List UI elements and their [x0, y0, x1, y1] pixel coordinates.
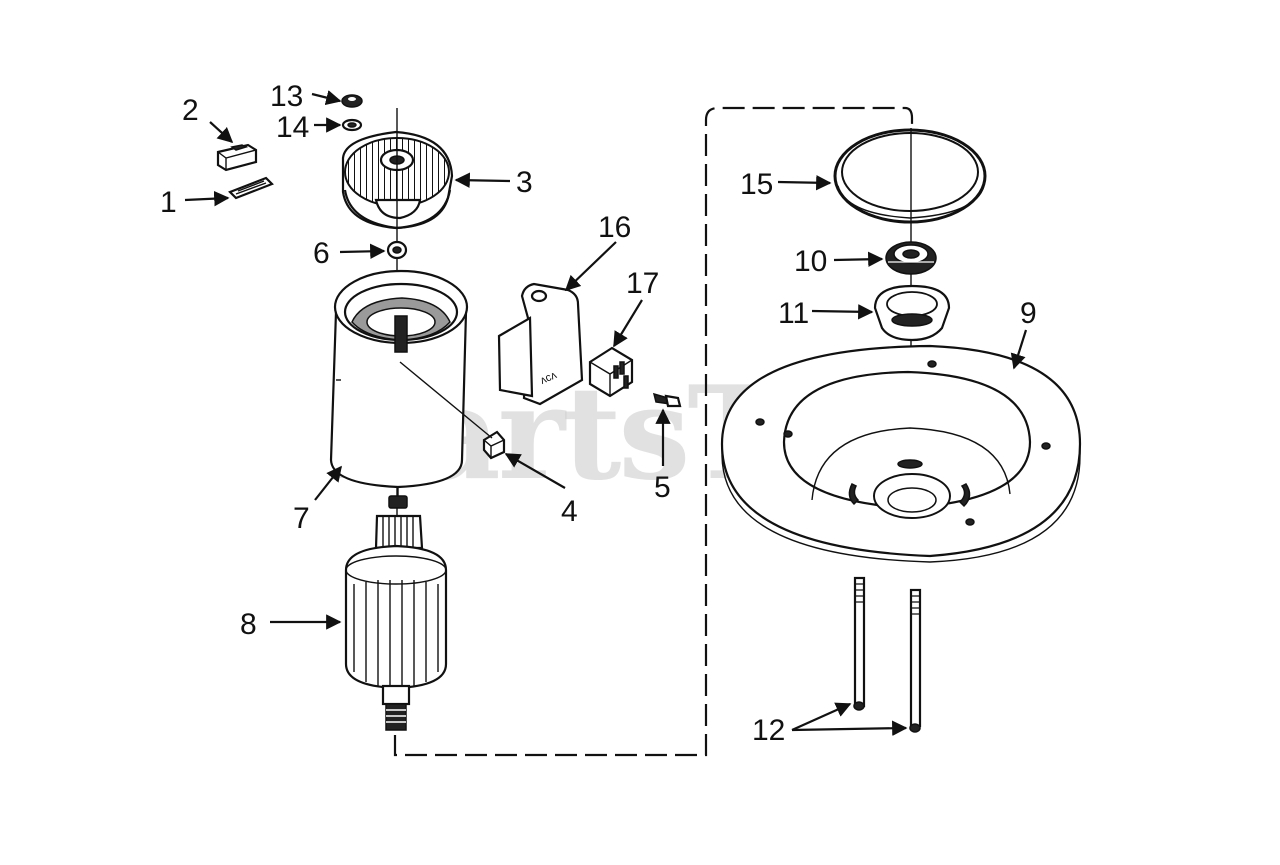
screw — [652, 392, 682, 408]
leader-lines — [184, 90, 1028, 736]
callout-17: 17 — [626, 267, 659, 300]
callout-12: 12 — [752, 714, 785, 747]
callout-14: 14 — [276, 111, 309, 144]
brush-spring — [228, 176, 274, 200]
callout-5: 5 — [654, 471, 671, 504]
callout-2: 2 — [182, 94, 199, 127]
callout-4: 4 — [561, 495, 578, 528]
mounting-plate — [720, 344, 1082, 563]
callout-8: 8 — [240, 608, 257, 641]
callout-13: 13 — [270, 80, 303, 113]
bearing-retainer — [873, 284, 951, 342]
o-ring-seal — [833, 128, 987, 224]
callout-7: 7 — [293, 502, 310, 535]
motor-housing — [329, 269, 469, 489]
washer — [341, 118, 363, 132]
brush-holder-bracket: ᴧᴄᴧ — [497, 282, 584, 406]
brush-clip — [482, 430, 506, 460]
callout-3: 3 — [516, 166, 533, 199]
terminal-block — [588, 346, 634, 398]
callout-numbers: 2 1 13 14 3 6 7 4 5 8 16 17 15 10 11 9 1… — [160, 80, 1037, 747]
bearing — [885, 241, 937, 275]
clip-leader — [399, 361, 493, 439]
callout-16: 16 — [598, 211, 631, 244]
assembly-bracket — [393, 106, 914, 757]
callout-6: 6 — [313, 237, 330, 270]
callout-11: 11 — [778, 297, 809, 330]
brush — [216, 143, 258, 172]
callout-15: 15 — [740, 168, 773, 201]
callout-10: 10 — [794, 245, 827, 278]
bushing — [386, 240, 408, 260]
callout-1: 1 — [160, 186, 177, 219]
callout-9: 9 — [1020, 297, 1037, 330]
armature — [344, 488, 448, 731]
nut — [341, 94, 363, 108]
through-bolts — [853, 576, 922, 733]
